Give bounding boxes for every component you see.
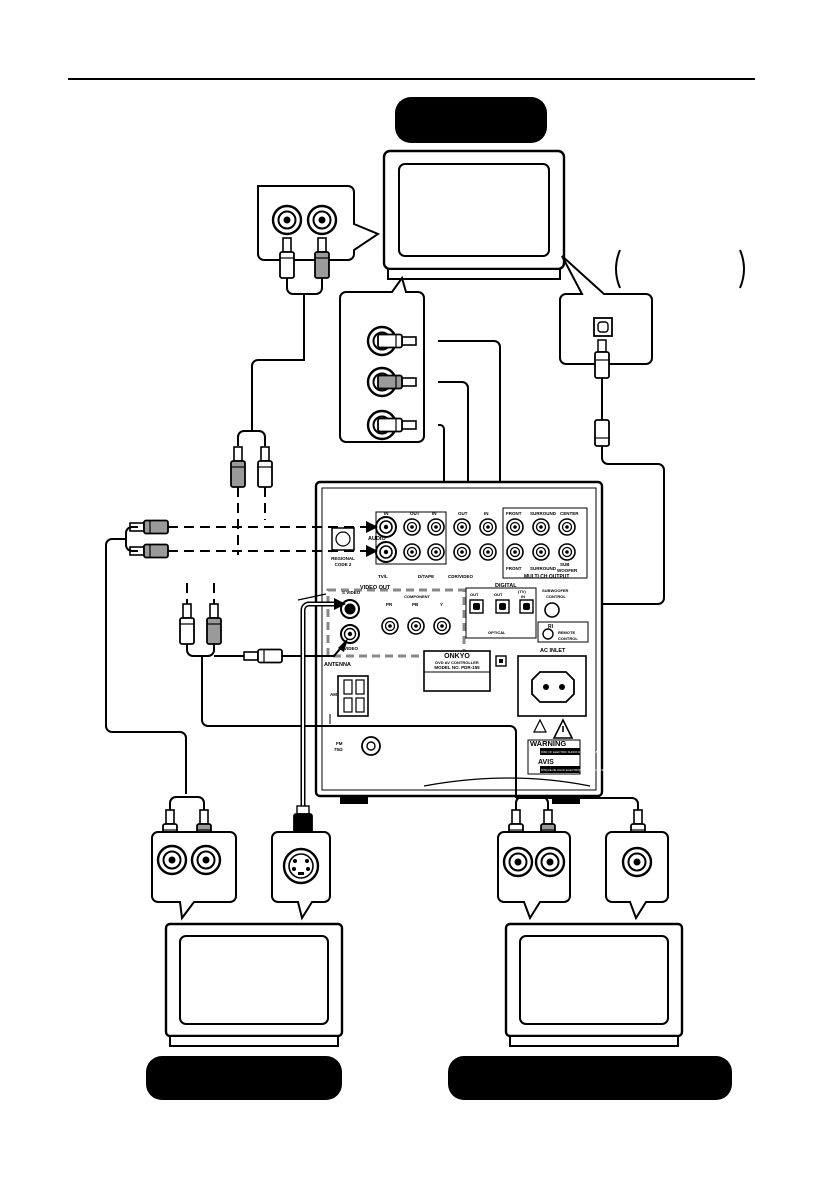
control-label: CONTROL (546, 594, 566, 599)
bottom-right-audio-callout (497, 809, 571, 921)
opt-out2-label: OUT (494, 592, 503, 597)
opt-out1-label: OUT (470, 592, 479, 597)
video-out-section: VIDEO OUT S VIDEO VIDEO PR PB Y COMPONEN… (326, 585, 466, 658)
sub-label: SUB (560, 562, 570, 567)
tv-in-label: (TV) (518, 589, 526, 594)
bottom-left-tv (164, 922, 344, 1047)
antenna-label: ANTENNA (324, 662, 351, 668)
front-label: FRONT (506, 511, 522, 516)
antenna-section: ANTENNA AM FM 75Ω (324, 662, 381, 756)
ri-label: RI (548, 624, 554, 630)
am-label: AM (330, 692, 337, 697)
pr-label: PR (386, 602, 393, 607)
cdr-in-label: IN (484, 511, 489, 516)
surround-label-2: SURROUND (530, 566, 557, 571)
tv-label: TV/L (378, 574, 388, 579)
component-label: COMPONENT (404, 594, 431, 599)
video-out-label: VIDEO OUT (360, 585, 391, 591)
svideo-cable (300, 598, 346, 824)
tv-component-jack-callout (339, 275, 425, 443)
avis-label: AVIS (538, 759, 554, 766)
audio-label: AUDIO (368, 536, 386, 542)
bottom-left-audio-callout (151, 796, 237, 921)
y-label: Y (440, 602, 443, 607)
regional-code: REGIONAL CODE 2 (331, 527, 355, 567)
audio-in-l-jack (375, 516, 397, 538)
warning-small-text: RISK OF ELECTRIC SHOCK DO NOT OPEN (541, 750, 598, 754)
svideo-label: S VIDEO (342, 590, 361, 595)
top-tv (382, 149, 566, 280)
digital-section: DIGITAL OUT OUT (TV) IN OPTICAL SUBWOOFE… (465, 583, 589, 643)
remote-label: REMOTE (558, 630, 575, 635)
video-cable (179, 583, 517, 798)
bottom-right-tv (504, 922, 684, 1047)
multi-ch-output: FRONT SURROUND CENTER FRONT SURROUND SUB… (502, 507, 588, 580)
brand-label: ONKYO (444, 653, 470, 660)
model-desc-label: DVD AV CONTROLLER (435, 660, 479, 665)
optical-cable (532, 339, 665, 605)
video-label: VIDEO (344, 646, 359, 651)
audio-jack-group: AUDIO IN OUT IN TV/L D/TAPE OUT IN CDR/V… (368, 511, 497, 579)
optical-label: OPTICAL (488, 630, 506, 635)
cdr-out-label: OUT (458, 511, 468, 516)
paren-left (615, 249, 621, 289)
audio-out-label: OUT (410, 511, 420, 516)
tv-audio-cable (230, 237, 330, 555)
ac-inlet-label: AC INLET (540, 648, 566, 654)
bottom-svideo-callout (271, 805, 331, 921)
regional-code-label: CODE 2 (335, 562, 352, 567)
audio-in-cables (105, 519, 378, 794)
multich-label: MULTI CH OUTPUT (524, 574, 569, 580)
avis-small-text: RISQUE DE CHOC ELECTRIQUE NE PAS OUVRIR (541, 768, 607, 772)
audio-in-label-2: IN (432, 511, 437, 516)
opt-in-label: IN (521, 594, 525, 599)
audio-in-label: IN (384, 511, 389, 516)
fm-label: FM (336, 741, 343, 746)
warning-label: WARNING (530, 739, 566, 748)
ac-inlet: AC INLET (517, 648, 587, 717)
tv-optical-jack-callout (559, 255, 653, 365)
pb-label: PB (412, 602, 419, 607)
model-no-label: MODEL NO. PDR-155 (434, 665, 480, 670)
top-device-label-pill (395, 97, 547, 143)
cdr-label: CDR/VIDEO (448, 574, 474, 579)
front-label-2: FRONT (506, 566, 522, 571)
bottom-right-cables (515, 796, 639, 812)
digital-label: DIGITAL (495, 583, 517, 589)
bottom-right-label-pill (448, 1056, 732, 1100)
subwoofer-label: SUBWOOFER (542, 588, 569, 593)
regional-label: REGIONAL (331, 556, 355, 561)
fm-ohm-label: 75Ω (334, 747, 343, 752)
bottom-left-label-pill (146, 1056, 342, 1100)
woofer-label: WOOFER (557, 568, 578, 573)
remote-control-label: CONTROL (558, 636, 578, 641)
surround-label: SURROUND (530, 511, 557, 516)
paren-right (739, 249, 745, 289)
model-plate: ONKYO DVD AV CONTROLLER MODEL NO. PDR-15… (423, 650, 507, 692)
center-label: CENTER (560, 511, 579, 516)
dtape-label: D/TAPE (418, 574, 434, 579)
warning-stickers: WARNING RISK OF ELECTRIC SHOCK DO NOT OP… (527, 718, 607, 775)
audio-in-r-jack (375, 541, 397, 563)
bottom-right-single-callout (605, 809, 669, 921)
